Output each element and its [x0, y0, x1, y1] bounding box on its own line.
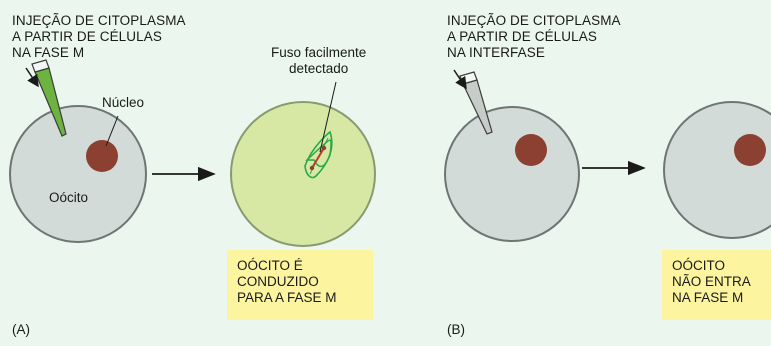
spindle-leader [319, 81, 337, 153]
oocyte-a2 [230, 101, 376, 247]
micropipette-icon [459, 71, 493, 135]
micropipette-icon [31, 59, 67, 137]
nucleus-leader [105, 115, 119, 147]
injection-arrow-b [453, 69, 467, 90]
nucleus-b2 [734, 134, 766, 166]
oocyte-a1 [9, 105, 147, 243]
panel-label-a: (A) [12, 322, 30, 337]
nucleus-a1 [86, 140, 118, 172]
oocyte-b1 [444, 106, 580, 242]
panel-b-header: INJEÇÃO DE CITOPLASMA A PARTIR DE CÉLULA… [447, 13, 621, 60]
nucleus-b1 [515, 134, 547, 166]
nucleus-label: Núcleo [102, 95, 145, 110]
panel-label-b: (B) [447, 322, 465, 337]
result-callout-b: OÓCITO NÃO ENTRA NA FASE M [662, 250, 771, 320]
oocyte-label: Oócito [49, 190, 89, 205]
spindle-label: Fuso facilmente detectado [271, 45, 367, 76]
spindle-icon [304, 130, 333, 179]
injection-arrow-a [25, 67, 39, 88]
oocyte-b2 [663, 101, 771, 239]
result-callout-a: OÓCITO É CONDUZIDO PARA A FASE M [227, 250, 373, 320]
panel-a-header: INJEÇÃO DE CITOPLASMA A PARTIR DE CÉLULA… [12, 13, 186, 60]
